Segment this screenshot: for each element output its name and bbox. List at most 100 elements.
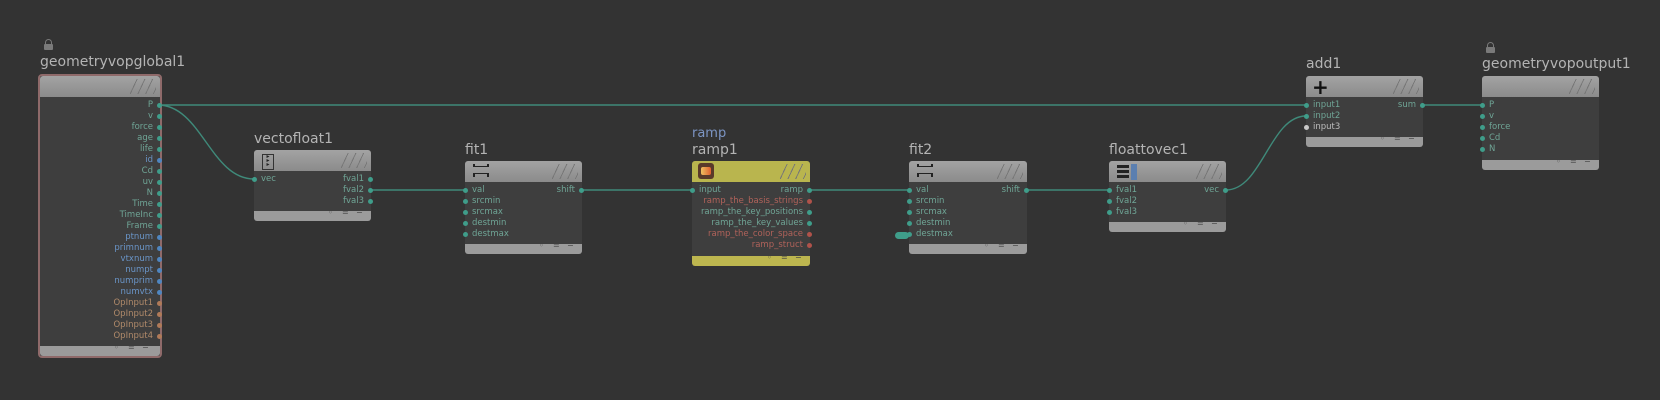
output-port-dot[interactable] <box>368 199 373 204</box>
input-port-dot[interactable] <box>463 188 468 193</box>
input-port-dot[interactable] <box>1107 210 1112 215</box>
output-port-dot[interactable] <box>807 221 812 226</box>
output-port-dot[interactable] <box>157 158 162 163</box>
display-icon: = <box>128 343 135 352</box>
input-port-dot[interactable] <box>1107 199 1112 204</box>
output-port-dot[interactable] <box>1024 188 1029 193</box>
input-port-dot[interactable] <box>1304 114 1309 119</box>
output-port-dot[interactable] <box>1420 103 1425 108</box>
node-body[interactable]: ◦ = − <box>909 161 1027 254</box>
node-header[interactable] <box>692 161 810 182</box>
node-body[interactable]: ◦ = − <box>40 76 160 356</box>
input-port-dot[interactable] <box>907 210 912 215</box>
node-footer[interactable]: ◦ = − <box>1482 157 1599 170</box>
wire-handle[interactable] <box>895 232 909 239</box>
node-header[interactable] <box>1482 76 1599 97</box>
output-port-label: vtxnum <box>120 254 153 264</box>
output-port-dot[interactable] <box>157 312 162 317</box>
input-port-dot[interactable] <box>1480 103 1485 108</box>
node-header[interactable] <box>1109 161 1226 182</box>
node-header[interactable]: + <box>1306 76 1423 97</box>
output-port-dot[interactable] <box>157 323 162 328</box>
output-port-dot[interactable] <box>157 257 162 262</box>
output-port-dot[interactable] <box>157 334 162 339</box>
input-port-dot[interactable] <box>1480 125 1485 130</box>
node-footer[interactable]: ◦ = − <box>1306 134 1423 147</box>
node-body[interactable]: + ◦ = − <box>1306 76 1423 147</box>
output-port-label: ramp_the_basis_strings <box>703 196 803 206</box>
hatch-pattern <box>341 153 367 168</box>
output-port-dot[interactable] <box>157 246 162 251</box>
output-port-label: Time <box>132 199 153 209</box>
node-title: geometryvopoutput1 <box>1482 56 1631 72</box>
node-footer[interactable]: ◦ = − <box>465 241 582 254</box>
input-port-dot[interactable] <box>1107 188 1112 193</box>
node-footer[interactable]: ◦ = − <box>692 253 810 266</box>
output-port-dot[interactable] <box>157 103 162 108</box>
node-body[interactable]: ▸▸▸ ◦ = − <box>254 150 371 221</box>
input-port-dot[interactable] <box>463 199 468 204</box>
wire-p-to-vectofloat1[interactable] <box>157 104 255 180</box>
input-port-dot[interactable] <box>1480 114 1485 119</box>
input-port-dot[interactable] <box>907 221 912 226</box>
output-port-dot[interactable] <box>157 125 162 130</box>
output-port-dot[interactable] <box>368 177 373 182</box>
output-port-dot[interactable] <box>1223 188 1228 193</box>
output-port-dot[interactable] <box>157 147 162 152</box>
output-port-dot[interactable] <box>807 199 812 204</box>
output-port-dot[interactable] <box>157 290 162 295</box>
fit-range-icon <box>473 164 489 178</box>
input-port-dot[interactable] <box>907 232 912 237</box>
node-footer[interactable]: ◦ = − <box>40 343 160 356</box>
node-footer[interactable]: ◦ = − <box>1109 219 1226 232</box>
input-port-dot[interactable] <box>907 199 912 204</box>
input-port-dot[interactable] <box>1304 103 1309 108</box>
node-body[interactable]: ◦ = − <box>1482 76 1599 170</box>
output-port-dot[interactable] <box>807 188 812 193</box>
output-port-dot[interactable] <box>157 301 162 306</box>
wire-vec-to-add1[interactable] <box>1225 115 1307 191</box>
output-port-dot[interactable] <box>157 213 162 218</box>
output-port-label: OpInput1 <box>113 298 153 308</box>
input-port-dot[interactable] <box>1480 147 1485 152</box>
node-header[interactable]: ▸▸▸ <box>254 150 371 171</box>
input-port-dot[interactable] <box>463 210 468 215</box>
output-port-dot[interactable] <box>157 279 162 284</box>
input-port-dot[interactable] <box>907 188 912 193</box>
node-header[interactable] <box>40 76 160 97</box>
output-port-dot[interactable] <box>157 224 162 229</box>
output-port-dot[interactable] <box>157 235 162 240</box>
node-footer[interactable]: ◦ = − <box>254 208 371 221</box>
input-port-dot[interactable] <box>1480 136 1485 141</box>
output-port-label: ramp_the_color_space <box>708 229 803 239</box>
output-port-dot[interactable] <box>807 210 812 215</box>
output-port-dot[interactable] <box>807 243 812 248</box>
input-port-dot[interactable] <box>1304 125 1309 130</box>
input-port-dot[interactable] <box>252 177 257 182</box>
output-port-dot[interactable] <box>368 188 373 193</box>
output-port-dot[interactable] <box>807 232 812 237</box>
input-port-label: P <box>1489 100 1495 110</box>
input-port-dot[interactable] <box>463 221 468 226</box>
output-port-label: Frame <box>126 221 153 231</box>
flag-icon: ◦ <box>114 343 119 352</box>
node-body[interactable]: ◦ = − <box>692 161 810 266</box>
node-body[interactable]: ◦ = − <box>465 161 582 254</box>
output-port-dot[interactable] <box>157 114 162 119</box>
output-port-dot[interactable] <box>579 188 584 193</box>
output-port-dot[interactable] <box>157 268 162 273</box>
input-port-label: input1 <box>1313 100 1341 110</box>
input-port-dot[interactable] <box>463 232 468 237</box>
node-header[interactable] <box>465 161 582 182</box>
input-port-dot[interactable] <box>690 188 695 193</box>
node-footer[interactable]: ◦ = − <box>909 241 1027 254</box>
output-port-dot[interactable] <box>157 202 162 207</box>
flag-icon: ◦ <box>328 208 333 217</box>
output-port-dot[interactable] <box>157 180 162 185</box>
output-port-dot[interactable] <box>157 136 162 141</box>
output-port-dot[interactable] <box>157 191 162 196</box>
node-header[interactable] <box>909 161 1027 182</box>
output-port-dot[interactable] <box>157 169 162 174</box>
node-body[interactable]: ◦ = − <box>1109 161 1226 232</box>
hatch-pattern <box>780 164 806 179</box>
